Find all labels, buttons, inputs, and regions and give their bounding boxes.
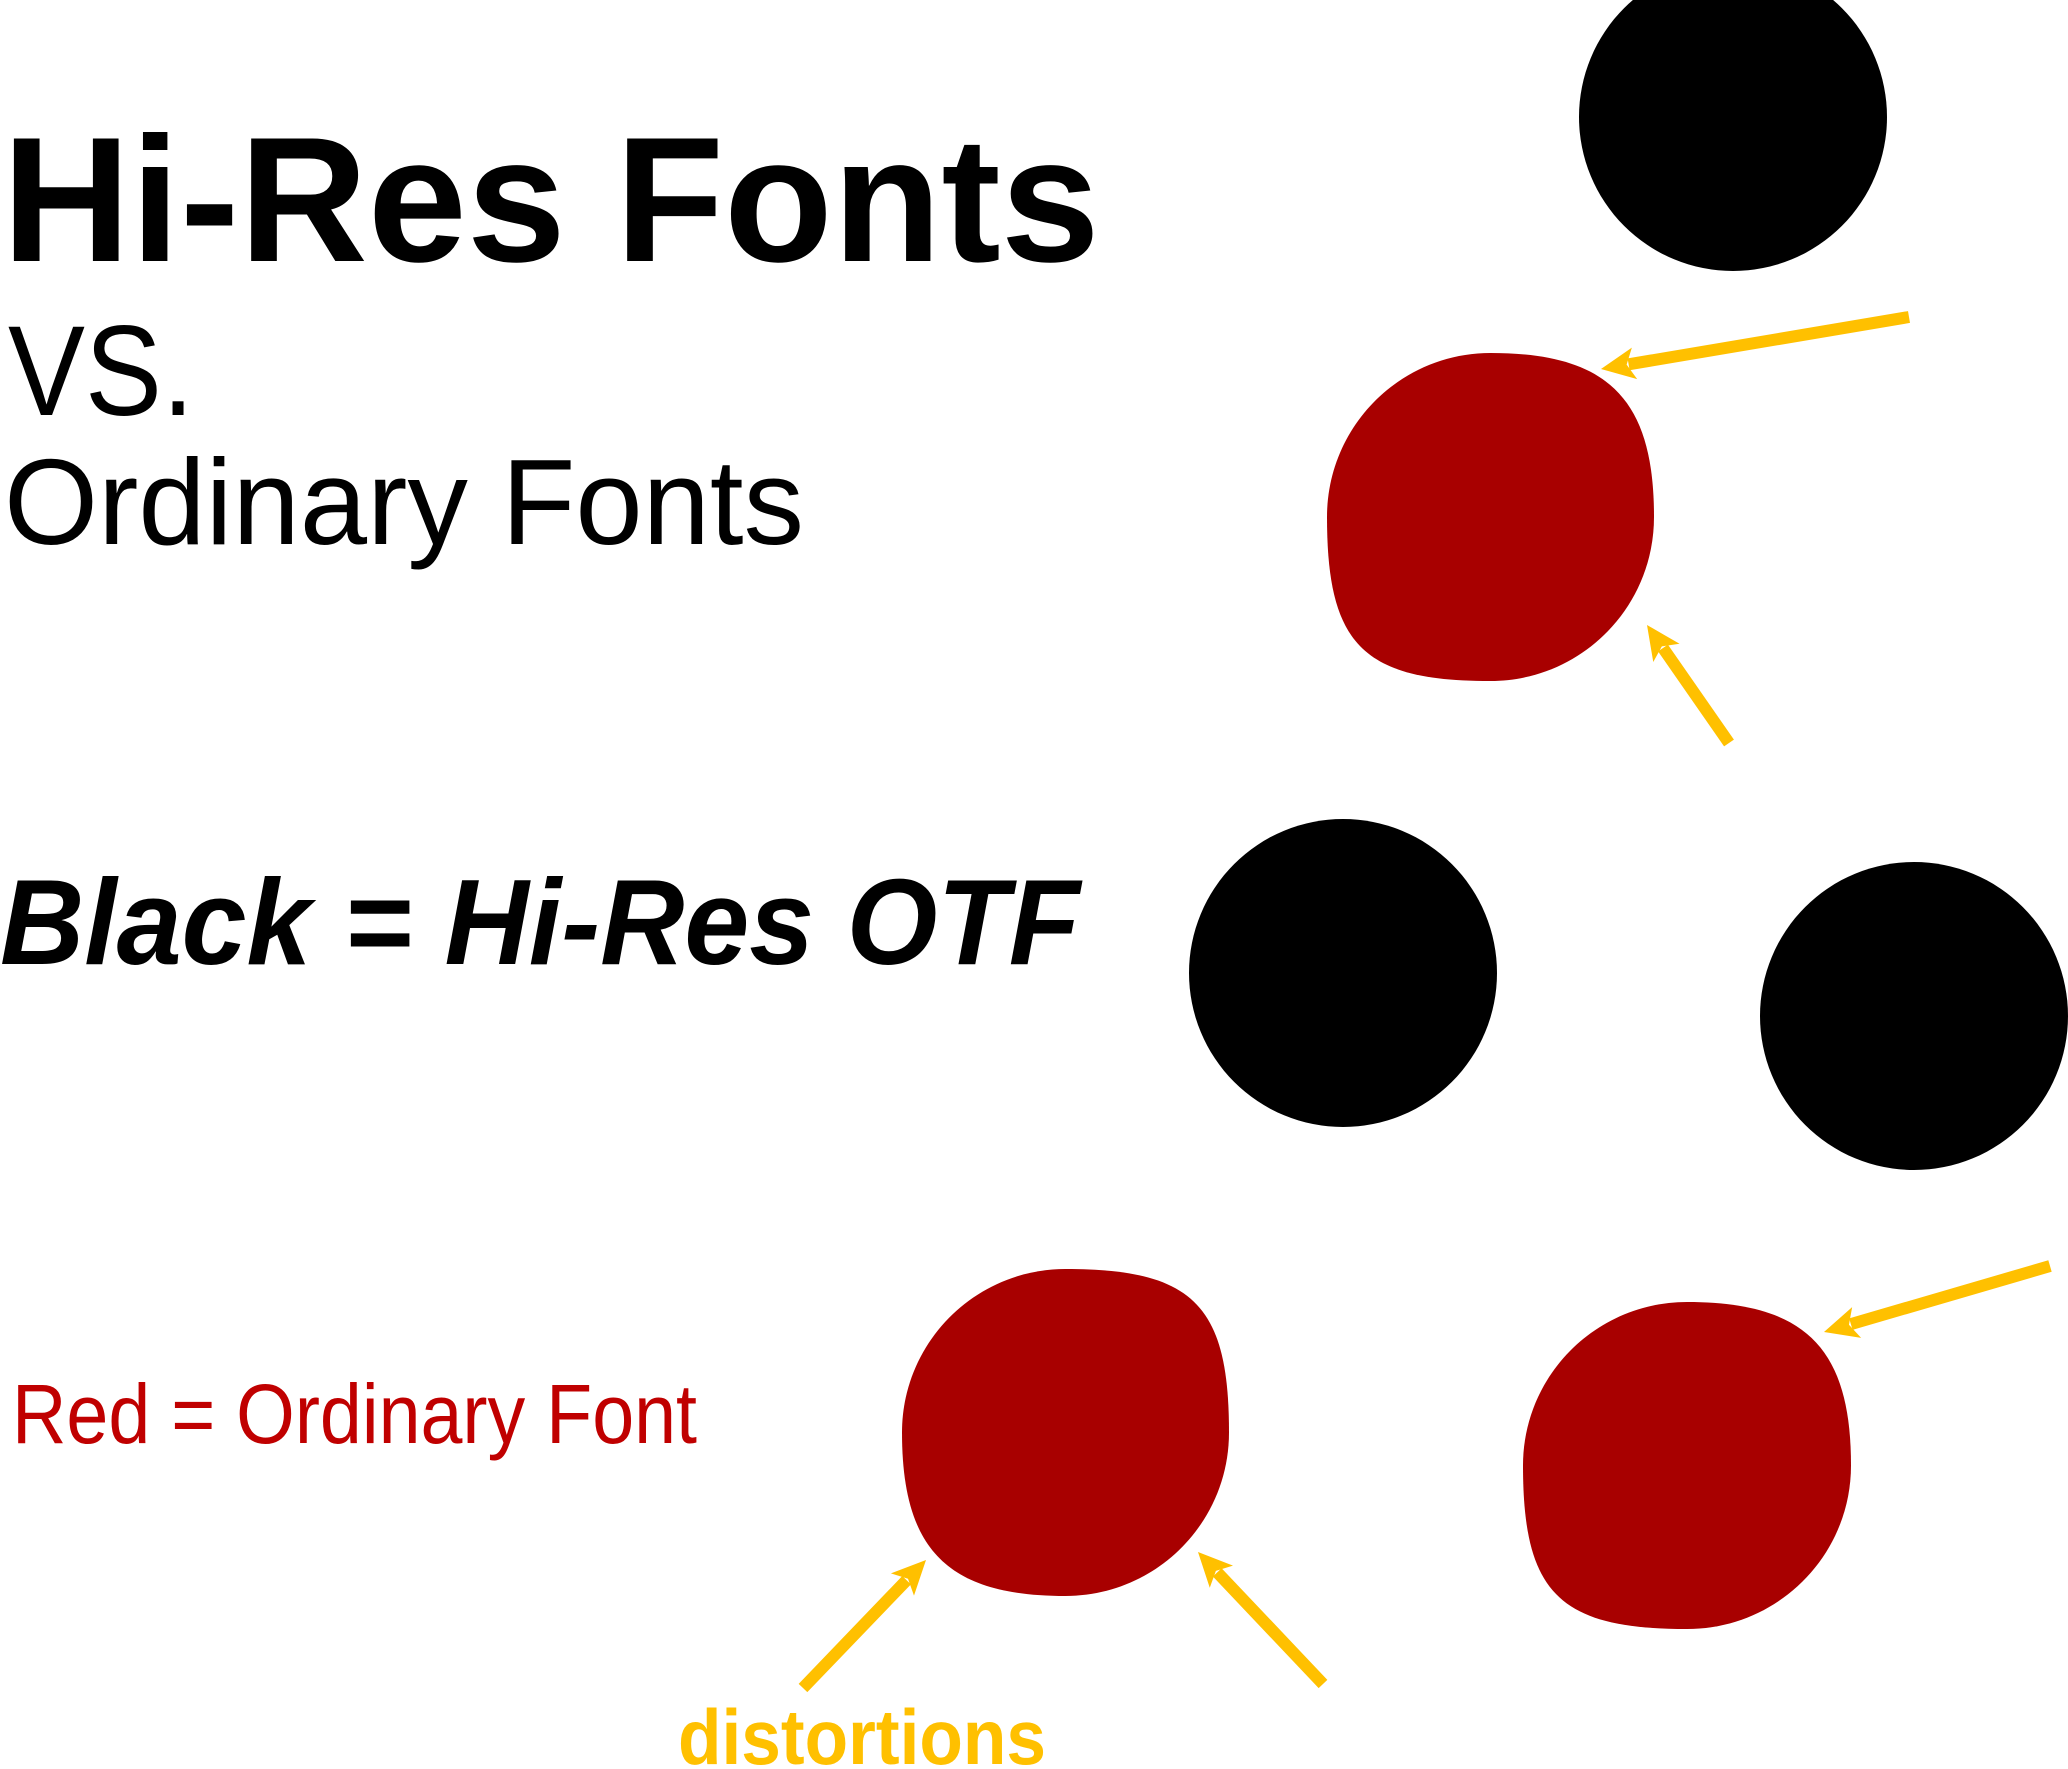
arrow-head-icon: [1601, 347, 1638, 380]
arrow-shaft: [1627, 311, 1910, 371]
title: Hi-Res Fonts: [2, 100, 1100, 299]
subtitle: Ordinary Fonts: [4, 434, 804, 570]
hires-circle-right: [1760, 862, 2068, 1170]
arrow-shaft: [798, 1576, 911, 1693]
arrow-head-icon: [1824, 1307, 1862, 1338]
arrow-shaft: [1212, 1568, 1328, 1689]
ordinary-blob-top: [1327, 353, 1654, 681]
distortions-label: distortions: [678, 1693, 1046, 1769]
ordinary-blob-bottom-right: [1523, 1302, 1851, 1629]
arrow-shaft: [1658, 644, 1734, 747]
legend-red: Red = Ordinary Font: [12, 1367, 697, 1461]
hires-circle-top: [1579, 0, 1887, 271]
arrow-shaft: [1849, 1260, 2052, 1330]
versus-label: VS.: [8, 300, 194, 443]
arrow-head-icon: [1198, 1552, 1233, 1588]
legend-black: Black = Hi-Res OTF: [0, 854, 1083, 990]
arrow-head-icon: [890, 1560, 926, 1596]
hires-circle-middle: [1189, 819, 1497, 1127]
ordinary-blob-bottom-left: [902, 1269, 1229, 1596]
arrow-head-icon: [1647, 625, 1680, 663]
